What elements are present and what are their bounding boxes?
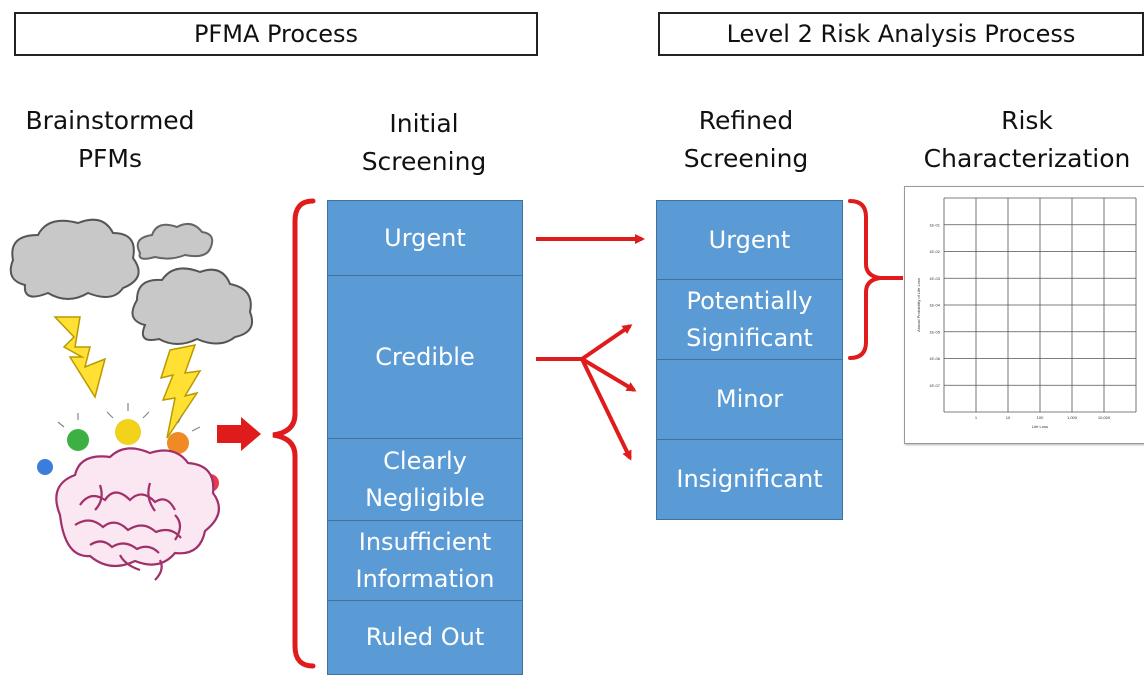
x-tick-label: 1 [975, 415, 978, 420]
brainstorm-illustration [9, 218, 254, 581]
pfma-process-title: PFMA Process [193, 20, 359, 48]
cloud-icon [131, 267, 254, 345]
x-tick-label: 10,000 [1098, 415, 1111, 420]
refined-screening-bracket [848, 199, 903, 360]
y-tick-label: 1E-06 [929, 356, 940, 361]
x-tick-label: 10 [1006, 415, 1011, 420]
cell-label-line2: Information [355, 564, 495, 593]
screening-flow-arrows [536, 234, 645, 461]
refined-cell-urgent: Urgent [656, 200, 843, 280]
risk-characterization-chart: 1E-01 1E-02 1E-03 1E-04 1E-05 1E-06 1E-07 1 10 10… [916, 197, 1137, 429]
risk-characterization-label: Risk Characterization [910, 102, 1144, 178]
pfma-process-header: PFMA Process [14, 12, 538, 56]
y-tick-label: 1E-02 [929, 249, 940, 254]
risk-line1: Risk [1001, 106, 1053, 135]
risk-line2: Characterization [923, 144, 1131, 173]
initial-cell-clearly-negligible: Clearly Negligible [327, 439, 523, 521]
brain-icon [55, 447, 221, 581]
x-tick-label: 1,000 [1067, 415, 1078, 420]
brainstormed-pfms-label: Brainstormed PFMs [10, 102, 210, 178]
initial-cell-credible: Credible [327, 276, 523, 439]
refined-cell-potentially-significant: Potentially Significant [656, 280, 843, 360]
y-tick-label: 1E-01 [929, 222, 940, 227]
lightbulb-icon [37, 403, 219, 492]
initial-line2: Screening [361, 147, 487, 176]
y-axis-label: Annual Probability of Life Loss [916, 278, 921, 332]
cell-label: Ruled Out [365, 623, 485, 651]
cell-label-line1: Potentially [686, 286, 813, 315]
cloud-icon [136, 222, 214, 260]
cell-label-line1: Insufficient [358, 527, 492, 556]
cloud-icon [9, 218, 140, 300]
refined-cell-insignificant: Insignificant [656, 440, 843, 520]
lightning-icon [53, 316, 107, 399]
cell-label: Urgent [384, 223, 466, 252]
cell-label: Credible [375, 342, 475, 371]
lightning-icon [159, 344, 202, 439]
level2-risk-header: Level 2 Risk Analysis Process [658, 12, 1144, 56]
y-tick-label: 1E-03 [929, 276, 940, 281]
brainstormed-line1: Brainstormed [25, 106, 195, 135]
brainstormed-line2: PFMs [77, 144, 143, 173]
initial-cell-ruled-out: Ruled Out [327, 601, 523, 675]
initial-screening-stack: Urgent Credible Clearly Negligible Insuf… [327, 200, 523, 675]
cell-label: Insignificant [676, 465, 823, 493]
cell-label-line1: Clearly [383, 446, 467, 475]
y-tick-label: 1E-04 [929, 303, 940, 308]
initial-screening-label: Initial Screening [334, 105, 514, 181]
initial-cell-urgent: Urgent [327, 200, 523, 276]
refined-cell-minor: Minor [656, 360, 843, 440]
initial-screening-bracket [272, 198, 316, 669]
cell-label-line2: Significant [686, 323, 813, 352]
refined-screening-stack: Urgent Potentially Significant Minor Ins… [656, 200, 843, 520]
x-tick-label: 100 [1037, 415, 1044, 420]
y-tick-label: 1E-07 [929, 383, 940, 388]
initial-cell-insufficient-information: Insufficient Information [327, 521, 523, 601]
credible-to-insignificant-arrow [580, 358, 632, 461]
refined-screening-label: Refined Screening [656, 102, 836, 178]
cell-label-line2: Negligible [365, 483, 485, 512]
x-axis-label: Life Loss [1032, 424, 1048, 429]
refined-line1: Refined [698, 106, 794, 135]
initial-line1: Initial [389, 109, 459, 138]
refined-line2: Screening [683, 144, 809, 173]
level2-risk-title: Level 2 Risk Analysis Process [726, 20, 1076, 48]
credible-to-minor-arrow [580, 357, 637, 392]
credible-to-potentially-significant-arrow [580, 324, 633, 361]
cell-label: Urgent [708, 225, 791, 254]
cell-label: Minor [715, 385, 784, 413]
y-tick-label: 1E-05 [929, 329, 940, 334]
flow-arrow-to-screening [217, 417, 261, 451]
